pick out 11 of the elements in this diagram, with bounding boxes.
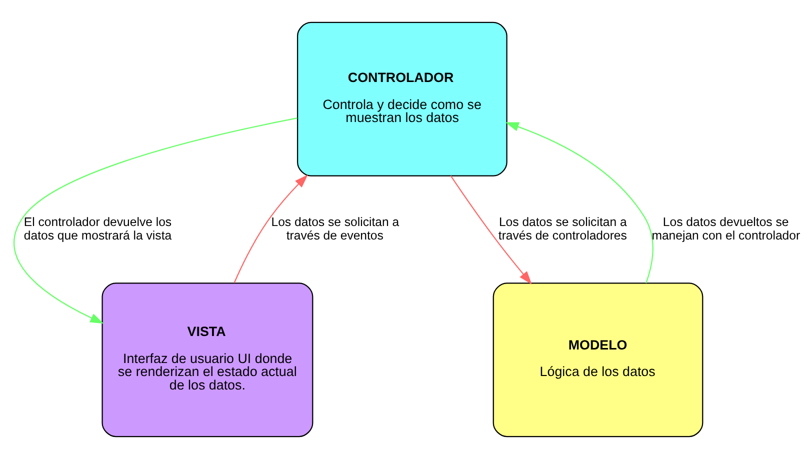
node-box: MODELO Lógica de los datos [492,282,703,438]
arrow [450,176,532,284]
arrow [233,174,308,284]
edge-label: Los datos devueltos se manejan con el controlador [651,214,800,242]
arrow [13,118,297,324]
node-box: VISTA Interfaz de usuario UI donde se renderizan el estado actual de los datos. [101,282,313,438]
edge-label: El controlador devuelve los datos que mostrará la vista [23,214,172,242]
arrow [504,122,653,284]
edge-label: Los datos se solicitan a través de controladores [498,214,626,242]
edge-label: Los datos se solicitan a través de eventos [270,214,399,242]
node-box: CONTROLADOR Controla y decide como se muestran los datos [296,22,507,176]
